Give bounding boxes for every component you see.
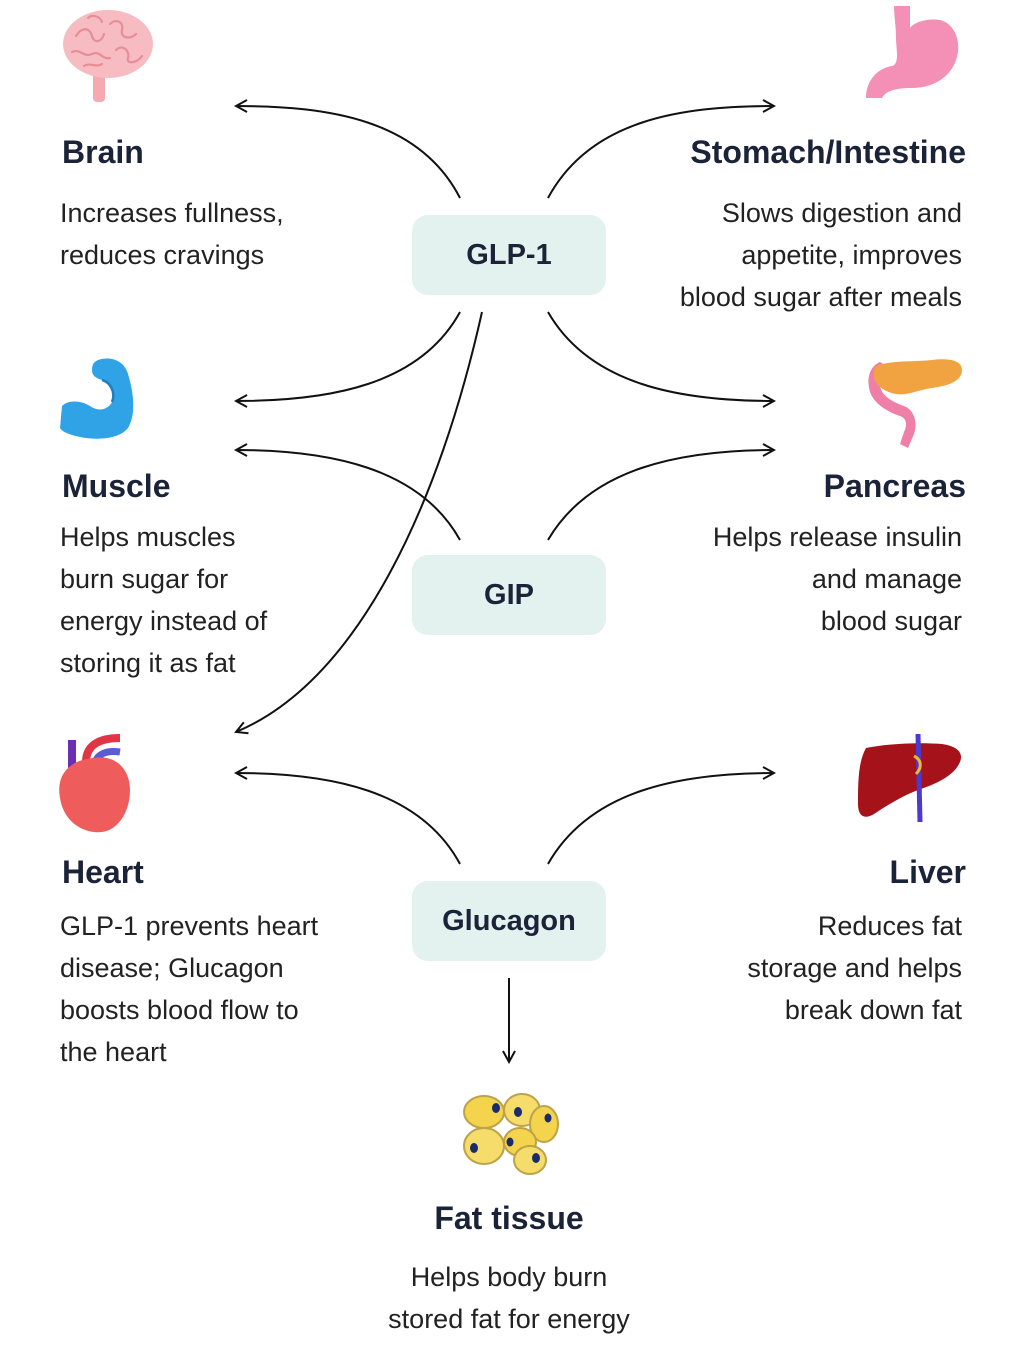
arrow-glp1-stomach [547, 106, 774, 199]
muscle-title: Muscle [62, 468, 171, 504]
muscle-description: Helps muscles burn sugar for energy inst… [60, 522, 268, 678]
fat-tissue-description: Helps body burn stored fat for energy [388, 1262, 630, 1334]
arrow-glp1-pancreas [547, 311, 774, 401]
stomach-title: Stomach/Intestine [690, 134, 966, 170]
arrow-gip-muscle [236, 450, 461, 541]
heart-description: GLP-1 prevents heart disease; Glucagon b… [60, 911, 319, 1067]
arrow-glucagon-liver [547, 773, 774, 865]
stomach-description: Slows digestion and appetite, improves b… [679, 198, 962, 312]
heart-title: Heart [62, 854, 144, 890]
liver-icon [858, 733, 962, 823]
brain-title: Brain [62, 134, 144, 170]
arrow-glucagon-heart [236, 773, 461, 865]
brain-icon [63, 10, 153, 102]
heart-icon [59, 734, 130, 833]
arrow-gip-pancreas [547, 450, 774, 541]
glucagon-box: Glucagon [412, 881, 606, 961]
fat-cells-icon [463, 1093, 559, 1175]
liver-title: Liver [889, 854, 966, 890]
brain-description: Increases fullness, reduces cravings [60, 198, 284, 270]
flexed-bicep-icon [60, 358, 134, 439]
liver-description: Reduces fat storage and helps break down… [747, 911, 962, 1025]
arrow-glp1-brain [236, 106, 461, 199]
pancreas-title: Pancreas [823, 468, 966, 504]
arrow-glp1-heart [236, 311, 483, 732]
glp1-box: GLP-1 [412, 215, 606, 295]
pancreas-icon [868, 359, 962, 448]
arrow-glp1-muscle [236, 311, 461, 401]
fat-tissue-title: Fat tissue [434, 1200, 584, 1236]
stomach-icon [866, 6, 959, 98]
pancreas-description: Helps release insulin and manage blood s… [712, 522, 962, 636]
gip-box: GIP [412, 555, 606, 635]
